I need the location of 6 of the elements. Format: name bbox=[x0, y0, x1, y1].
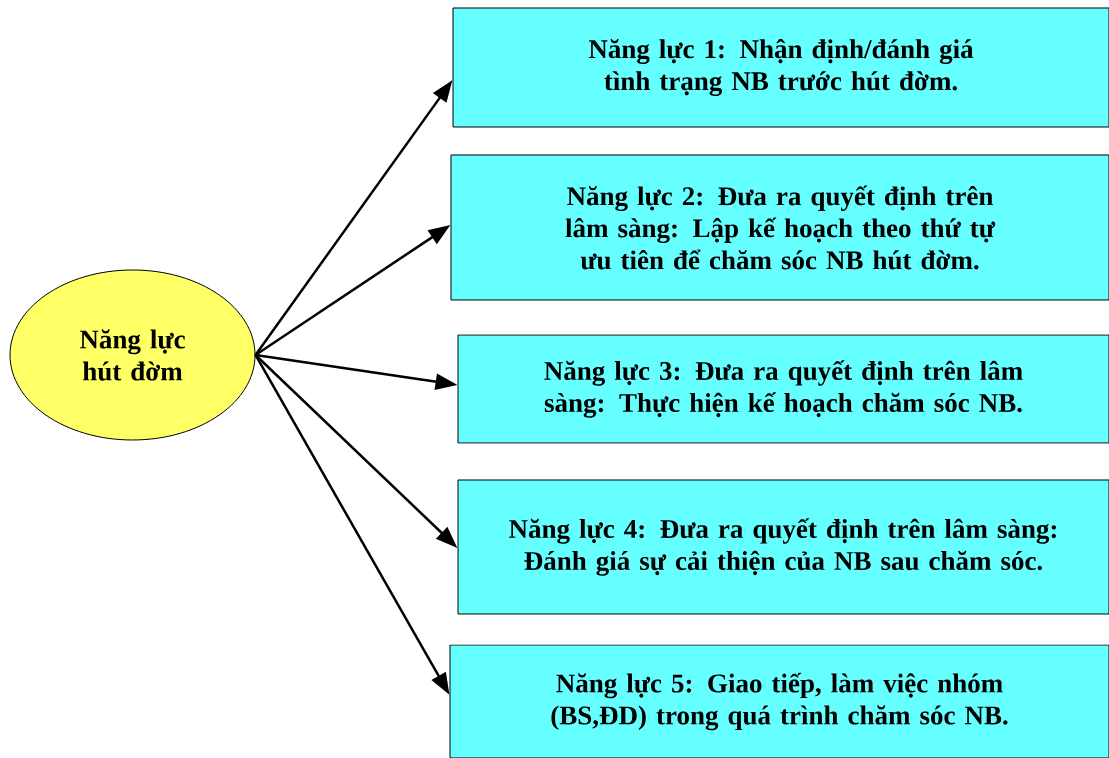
process-box: Năng lực 5: Giao tiếp, làm việc nhóm (BS,ĐD) trong quá trình chăm sóc NB. bbox=[449, 644, 1109, 758]
process-box: Năng lực 2: Đưa ra quyết định trên lâm sàng: Lập kế hoạch theo thứ tự ưu tiên để chăm sóc NB hút đờm. bbox=[450, 154, 1109, 301]
process-box: Năng lực 3: Đưa ra quyết định trên lâm sàng: Thực hiện kế hoạch chăm sóc NB. bbox=[457, 334, 1109, 444]
process-box: Năng lực 1: Nhận định/đánh giá tình trạng NB trước hút đờm. bbox=[452, 7, 1109, 128]
process-box: Năng lực 4: Đưa ra quyết định trên lâm sàng: Đánh giá sự cải thiện của NB sau chăm sóc. bbox=[457, 479, 1109, 615]
ellipse-node: Năng lực hút đờm bbox=[9, 269, 256, 441]
